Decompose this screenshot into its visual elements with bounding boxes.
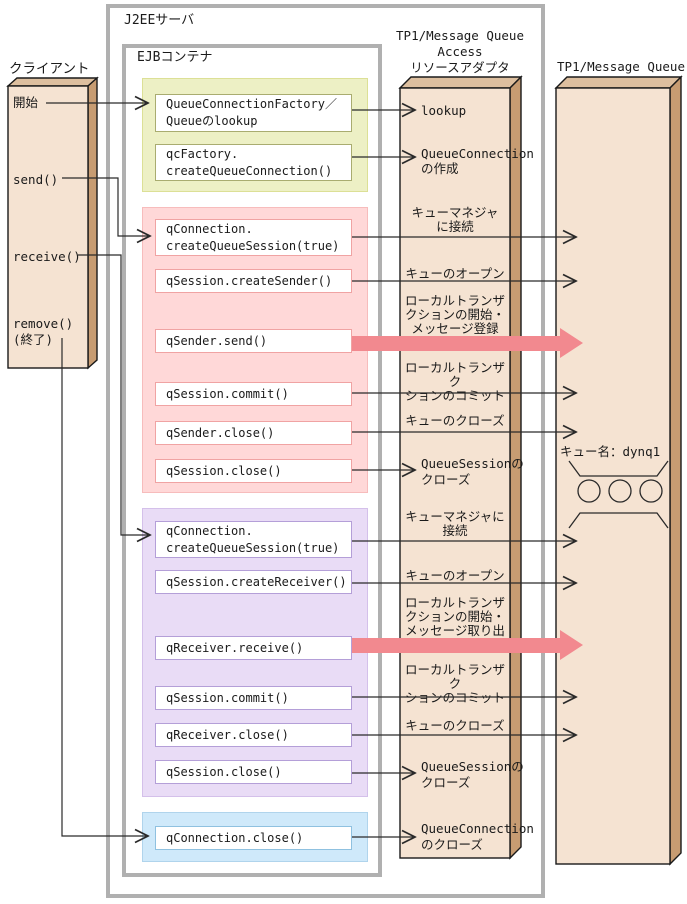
- j2ee-server-label: J2EEサーバ: [124, 13, 195, 28]
- mq-box-side-face: [669, 75, 682, 866]
- ejb-container-label: EJBコンテナ: [137, 50, 213, 65]
- queue-message-circle: [639, 479, 663, 503]
- method-box-receive: qReceiver.receive(): [155, 636, 352, 660]
- adapter-step-connect-qmgr-recv: キューマネジャに 接続: [405, 509, 505, 538]
- queue-name-label: キュー名：dynq1: [560, 444, 661, 459]
- adapter-step-open-queue-recv: キューのオープン: [405, 568, 505, 583]
- adapter-box-front-face: [399, 87, 511, 859]
- method-box-recv-session-close: qSession.close(): [155, 760, 352, 784]
- method-box-send-session-close: qSession.close(): [155, 459, 352, 483]
- client-box-side-face: [87, 76, 98, 370]
- adapter-step-tx-commit-recv: ローカルトランザク ションのコミット: [404, 662, 505, 705]
- adapter-label: TP1/Message Queue Access リソースアダプタ: [396, 28, 524, 75]
- adapter-step-close-queue-recv: キューのクローズ: [405, 718, 505, 733]
- client-step-start: 開始: [13, 95, 39, 110]
- method-box-create-receiver: qSession.createReceiver(): [155, 570, 352, 594]
- client-box-top-face: [6, 77, 99, 87]
- adapter-step-close-queue-send: キューのクローズ: [405, 413, 505, 428]
- method-box-send: qSender.send(): [155, 329, 352, 353]
- client-label: クライアント: [9, 61, 90, 77]
- method-box-connection-close: qConnection.close(): [155, 826, 352, 850]
- adapter-step-tx-start-put: ローカルトランザ クションの開始・ メッセージ登録: [404, 293, 505, 336]
- queue-message-circle: [577, 479, 601, 503]
- method-box-recv-create-session: qConnection. createQueueSession(true): [155, 521, 352, 558]
- adapter-step-close-session-recv: QueueSessionの クローズ: [421, 759, 524, 790]
- queue-message-circle: [608, 479, 632, 503]
- adapter-box: [398, 75, 523, 860]
- client-step-send: send(): [13, 172, 59, 187]
- adapter-step-create-connection: QueueConnection の作成: [421, 146, 534, 176]
- method-box-create-connection: qcFactory. createQueueConnection(): [155, 144, 352, 181]
- mq-box-top-face: [554, 76, 683, 89]
- adapter-step-close-connection: QueueConnection のクローズ: [421, 821, 534, 852]
- method-box-factory-lookup: QueueConnectionFactory／ Queueのlookup: [155, 94, 352, 132]
- mq-label: TP1/Message Queue: [557, 59, 685, 74]
- adapter-step-connect-qmgr-send: キューマネジャ に接続: [411, 205, 499, 234]
- mq-box: [554, 75, 683, 866]
- adapter-step-tx-start-get: ローカルトランザ クションの開始・ メッセージ取り出し: [404, 595, 505, 652]
- adapter-step-lookup: lookup: [421, 103, 467, 118]
- method-box-create-sender: qSession.createSender(): [155, 269, 352, 293]
- client-step-remove: remove(): [13, 316, 74, 331]
- client-step-remove-note: (終了): [13, 332, 54, 347]
- adapter-step-open-queue-send: キューのオープン: [405, 266, 505, 281]
- method-box-sender-close: qSender.close(): [155, 421, 352, 445]
- queue-icon-top-chute: [568, 460, 669, 477]
- adapter-box-top-face: [398, 76, 523, 89]
- adapter-step-tx-commit-send: ローカルトランザク ションのコミット: [404, 360, 505, 403]
- client-step-receive: receive(): [13, 249, 81, 264]
- method-box-send-create-session: qConnection. createQueueSession(true): [155, 219, 352, 256]
- queue-icon-bottom-chute: [568, 512, 669, 529]
- method-box-recv-commit: qSession.commit(): [155, 686, 352, 710]
- queue-icon: [568, 460, 669, 529]
- method-box-receiver-close: qReceiver.close(): [155, 723, 352, 747]
- adapter-step-close-session-send: QueueSessionの クローズ: [421, 456, 524, 487]
- method-box-send-commit: qSession.commit(): [155, 382, 352, 406]
